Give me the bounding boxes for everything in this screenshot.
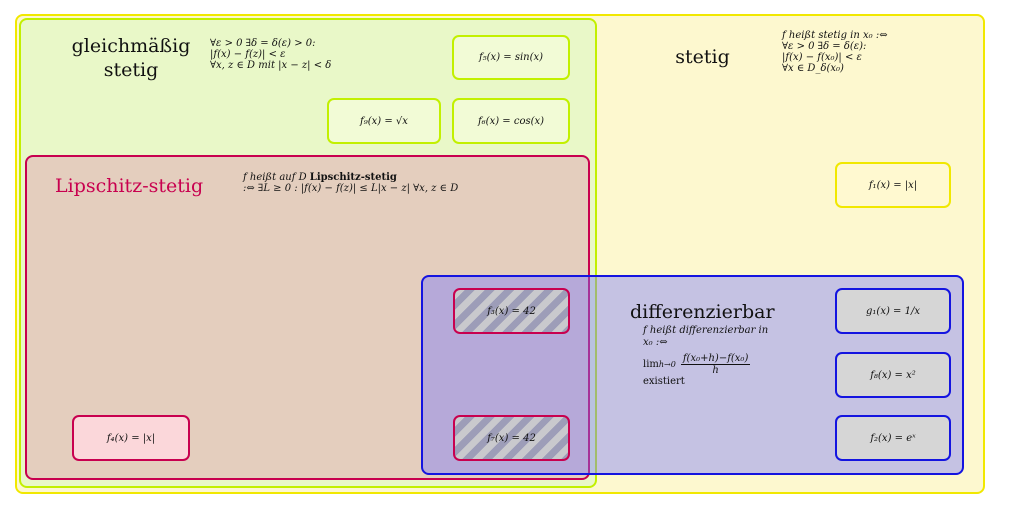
- differenzierbar-title: differenzierbar: [630, 301, 775, 323]
- function-f4: f₄(x) = |x|: [72, 415, 190, 461]
- function-f3: f₃(x) = 42: [453, 288, 570, 334]
- stetig-def-line-2: ∀ε > 0 ∃δ = δ(ε):: [782, 41, 867, 52]
- diff-def-line-2: x₀ :⇔: [643, 337, 668, 348]
- gleichmaessig-def-line-2: |f(x) − f(z)| < ε: [210, 49, 286, 60]
- region-gleichmaessig-stetig: [19, 18, 597, 488]
- stetig-def-line-4: ∀x ∈ D_δ(x₀): [782, 63, 844, 74]
- diff-def-line-1: f heißt differenzierbar in: [643, 325, 769, 336]
- function-f5: f₅(x) = sin(x): [452, 35, 570, 80]
- function-f8: f₈(x) = x²: [835, 352, 951, 398]
- function-g1: g₁(x) = 1/x: [835, 288, 951, 334]
- lipschitz-def-line-1-pre: f heißt auf D: [243, 172, 310, 183]
- gleichmaessig-definition: ∀ε > 0 ∃δ = δ(ε) > 0: |f(x) − f(z)| < ε …: [210, 38, 331, 71]
- lipschitz-def-line-2: :⇔ ∃L ≥ 0 : |f(x) − f(z)| ≤ L|x − z| ∀x,…: [243, 183, 459, 194]
- lipschitz-def-line-1-bold: Lipschitz-stetig: [309, 172, 397, 183]
- diff-def-lim: lim: [643, 359, 659, 370]
- function-f9: f₉(x) = √x: [327, 98, 441, 144]
- stetig-definition: f heißt stetig in x₀ :⇔ ∀ε > 0 ∃δ = δ(ε)…: [782, 30, 888, 74]
- gleichmaessig-def-line-1: ∀ε > 0 ∃δ = δ(ε) > 0:: [210, 38, 316, 49]
- function-f7: f₇(x) = 42: [453, 415, 570, 461]
- diff-def-frac-num: f(x₀+h)−f(x₀): [680, 353, 751, 365]
- function-f1: f₁(x) = |x|: [835, 162, 951, 208]
- lipschitz-title: Lipschitz-stetig: [55, 175, 204, 197]
- function-f2: f₂(x) = eˣ: [835, 415, 951, 461]
- stetig-def-line-3: |f(x) − f(x₀)| < ε: [782, 52, 862, 63]
- diff-def-fraction: f(x₀+h)−f(x₀) h: [680, 353, 751, 376]
- function-f6: f₆(x) = cos(x): [452, 98, 570, 144]
- diff-def-line-4: existiert: [643, 376, 685, 387]
- diff-def-frac-den: h: [712, 365, 719, 376]
- diff-def-lim-sub: h→0: [658, 360, 676, 369]
- differenzierbar-definition: f heißt differenzierbar in x₀ :⇔: [643, 325, 768, 349]
- gleichmaessig-title-line-1: gleichmäßig: [71, 35, 191, 57]
- stetig-title: stetig: [675, 46, 730, 68]
- gleichmaessig-title-line-2: stetig: [103, 59, 159, 81]
- stetig-def-line-1: f heißt stetig in x₀ :⇔: [782, 30, 888, 41]
- gleichmaessig-def-line-3: ∀x, z ∈ D mit |x − z| < δ: [210, 60, 332, 71]
- lipschitz-definition: f heißt auf D Lipschitz-stetig :⇔ ∃L ≥ 0…: [243, 172, 458, 194]
